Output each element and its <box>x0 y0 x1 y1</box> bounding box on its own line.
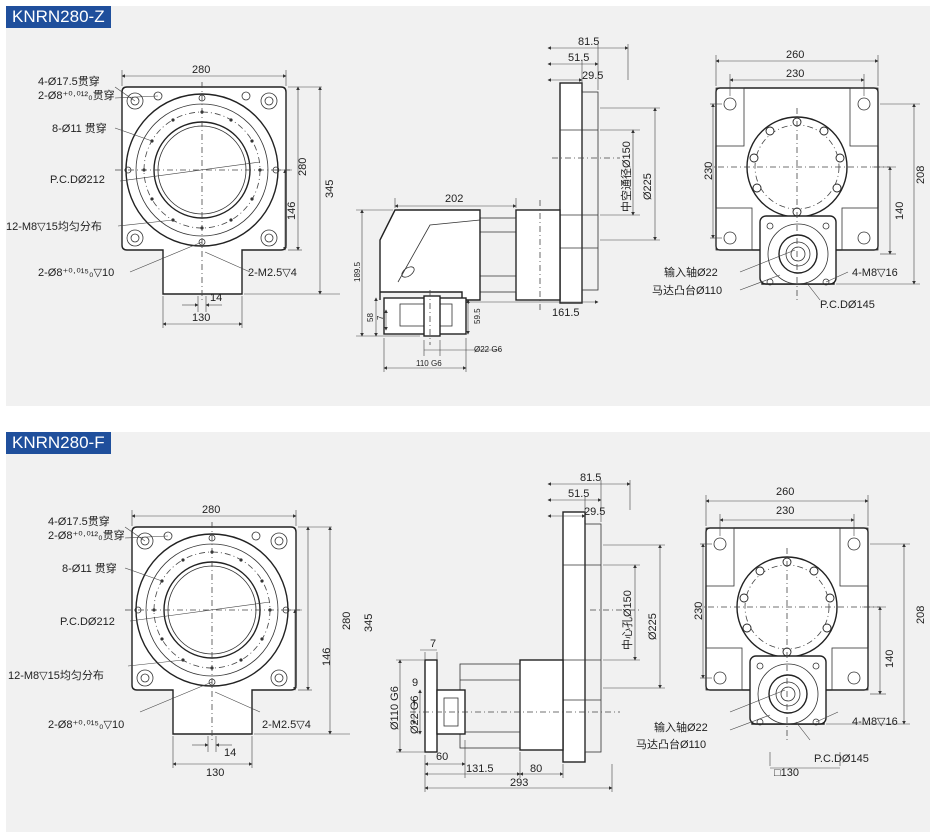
side-view-f <box>396 480 665 792</box>
section-title-z: KNRN280-Z <box>6 6 111 28</box>
side-z-dim-815: 81.5 <box>578 36 599 48</box>
front-view-z <box>115 70 340 328</box>
side-z-dim-1615: 161.5 <box>552 307 580 319</box>
back-view-f <box>695 495 910 740</box>
side-z-dim-7: 7 <box>376 315 385 320</box>
back-f-dim-square: □130 <box>774 767 799 779</box>
front-view-f <box>125 510 350 768</box>
front-f-dim-total: 345 <box>363 614 375 632</box>
side-z-dim-515: 51.5 <box>568 52 589 64</box>
section-title-f: KNRN280-F <box>6 432 111 454</box>
front-z-label-pcd: P.C.DØ212 <box>50 174 105 186</box>
back-z-dim-230: 230 <box>786 68 804 80</box>
front-f-dim-14: 14 <box>224 747 236 759</box>
front-f-dim-130: 130 <box>206 767 224 779</box>
front-z-label-tapped: 12-M8▽15均匀分布 <box>6 220 102 233</box>
back-z-label-input: 输入轴Ø22 <box>664 265 718 279</box>
side-z-dim-202: 202 <box>445 193 463 205</box>
front-z-dim-height: 280 <box>297 158 309 176</box>
back-f-label-input: 输入轴Ø22 <box>654 720 708 734</box>
back-z-dim-260: 260 <box>786 49 804 61</box>
side-f-dim-815: 81.5 <box>580 472 601 484</box>
side-f-dim-shaft: Ø22 G6 <box>409 695 421 734</box>
back-z-label-m8: 4-M8▽16 <box>852 267 898 279</box>
front-f-dim-width: 280 <box>202 504 220 516</box>
side-view-z <box>356 44 660 372</box>
front-z-label-pin: 2-Ø8⁺⁰·⁰¹²₀贯穿 <box>38 88 115 102</box>
front-z-label-pin2: 2-Ø8⁺⁰·⁰¹⁵₀▽10 <box>38 267 114 279</box>
side-z-dim-225: Ø225 <box>642 173 654 200</box>
front-z-label-holes: 4-Ø17.5贯穿 <box>38 74 100 88</box>
side-z-dim-595: 59.5 <box>473 308 482 324</box>
front-f-label-bolts: 8-Ø11 贯穿 <box>62 561 117 575</box>
back-z-dim-140: 140 <box>894 202 906 220</box>
side-z-dim-shaft: Ø22 G6 <box>474 345 503 354</box>
back-f-label-m8: 4-M8▽16 <box>852 716 898 728</box>
side-f-dim-1315: 131.5 <box>466 763 494 775</box>
front-f-label-pin2: 2-Ø8⁺⁰·⁰¹⁵₀▽10 <box>48 719 124 731</box>
back-f-dim-230: 230 <box>776 505 794 517</box>
front-f-label-pin: 2-Ø8⁺⁰·⁰¹²₀贯穿 <box>48 528 125 542</box>
front-f-label-pcd: P.C.DØ212 <box>60 616 115 628</box>
front-f-dim-height: 280 <box>341 612 353 630</box>
side-z-dim-295: 29.5 <box>582 70 603 82</box>
side-f-dim-515: 51.5 <box>568 488 589 500</box>
front-z-dim-width: 280 <box>192 64 210 76</box>
front-z-dim-14: 14 <box>210 292 222 304</box>
back-f-label-boss: 马达凸台Ø110 <box>636 737 706 751</box>
back-f-dim-260: 260 <box>776 486 794 498</box>
side-z-dim-110: 110 G6 <box>416 359 442 368</box>
front-f-label-tapped: 12-M8▽15均匀分布 <box>8 669 104 682</box>
back-view-z <box>705 55 920 300</box>
side-f-dim-9: 9 <box>412 677 418 689</box>
side-f-dim-80: 80 <box>530 763 542 775</box>
front-z-dim-total: 345 <box>324 180 336 198</box>
front-f-label-m25: 2-M2.5▽4 <box>262 719 311 731</box>
back-f-dim-230v: 230 <box>693 602 705 620</box>
front-z-dim-146: 146 <box>286 202 298 220</box>
front-z-label-m25: 2-M2.5▽4 <box>248 267 297 279</box>
back-z-label-boss: 马达凸台Ø110 <box>652 283 722 297</box>
side-f-dim-center: 中心孔Ø150 <box>621 590 634 650</box>
back-z-dim-208: 208 <box>915 166 927 184</box>
side-f-dim-110: Ø110 G6 <box>389 686 401 730</box>
front-f-dim-146: 146 <box>321 648 333 666</box>
side-f-dim-7: 7 <box>430 638 436 650</box>
side-z-dim-hollow: 中空通径Ø150 <box>619 141 633 212</box>
back-f-dim-208: 208 <box>915 606 927 624</box>
side-z-dim-1895: 189.5 <box>353 261 362 282</box>
side-f-dim-60: 60 <box>436 751 448 763</box>
side-f-dim-295: 29.5 <box>584 506 605 518</box>
front-z-dim-130: 130 <box>192 312 210 324</box>
side-f-dim-225: Ø225 <box>647 613 659 640</box>
side-z-dim-58: 58 <box>366 313 375 322</box>
back-f-label-pcd: P.C.DØ145 <box>814 753 869 765</box>
back-z-label-pcd: P.C.DØ145 <box>820 299 875 311</box>
side-f-dim-293: 293 <box>510 777 528 789</box>
back-f-dim-140: 140 <box>884 650 896 668</box>
back-z-dim-230v: 230 <box>703 162 715 180</box>
front-z-label-bolts: 8-Ø11 贯穿 <box>52 121 107 135</box>
front-f-label-holes: 4-Ø17.5贯穿 <box>48 514 110 528</box>
